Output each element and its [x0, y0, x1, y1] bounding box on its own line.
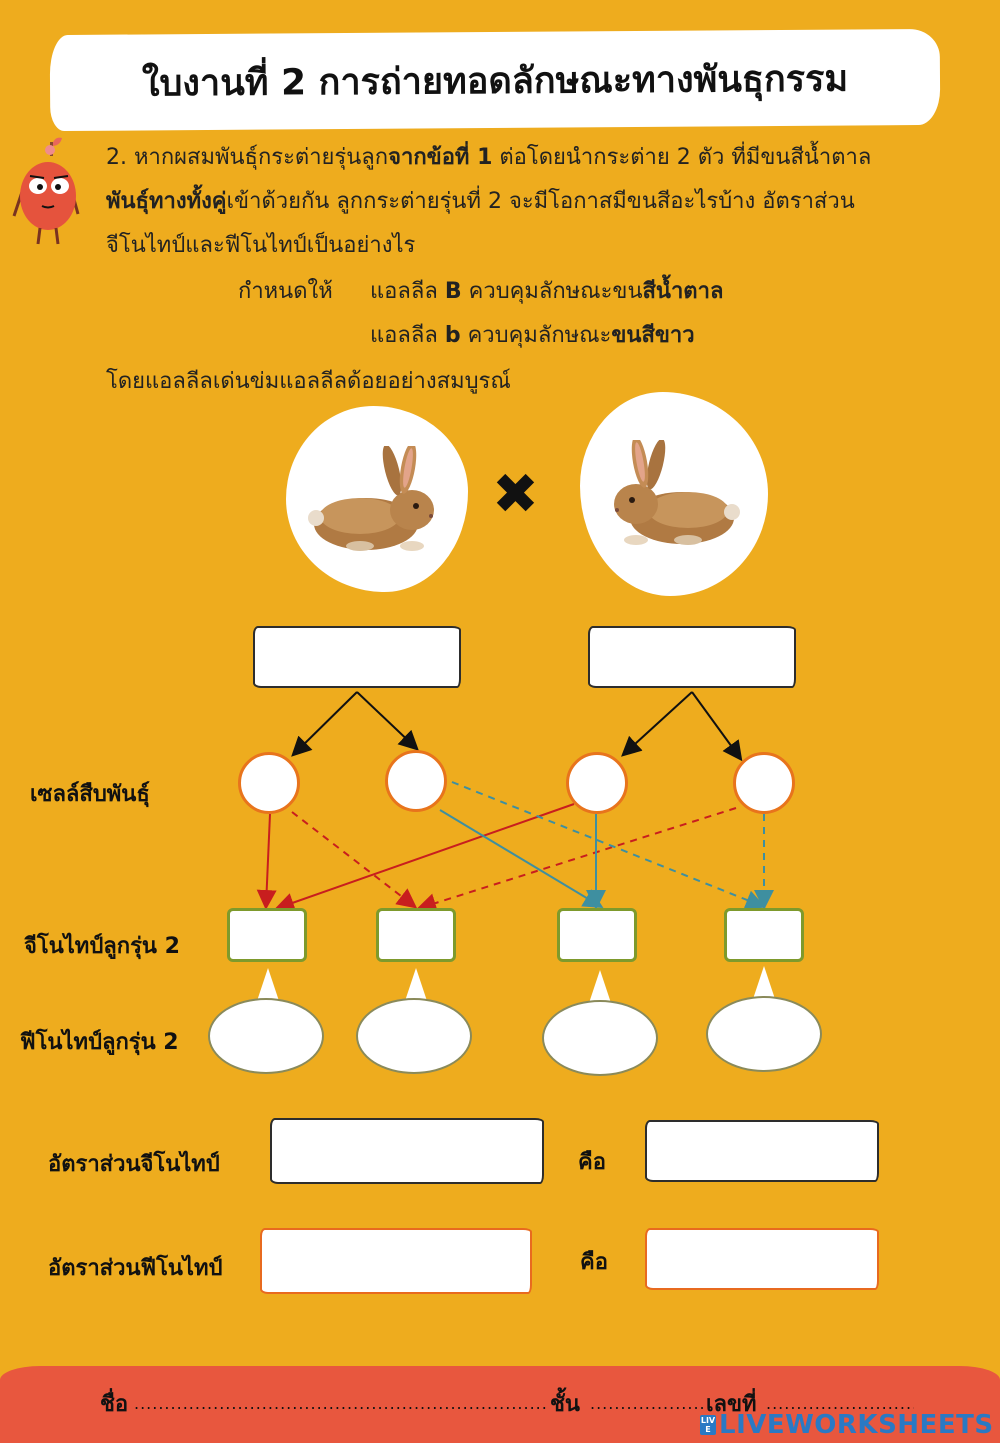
dominance-note: โดยแอลลีลเด่นข่มแอลลีลด้อยอย่างสมบูรณ์	[106, 369, 511, 394]
f2-phenotype-input-4[interactable]	[706, 996, 822, 1072]
name-field[interactable]: ........................................…	[134, 1394, 548, 1413]
phenotype-ratio-input[interactable]	[260, 1228, 532, 1294]
phenotype-ratio-answer-input[interactable]	[645, 1228, 879, 1290]
f2-genotype-input-4[interactable]	[724, 908, 804, 962]
allele-text: แอลลีล	[370, 279, 445, 304]
class-label: ชั้น	[550, 1392, 580, 1417]
footer-band	[0, 1366, 1000, 1443]
f2-genotype-input-3[interactable]	[557, 908, 637, 962]
f2-genotype-input-2[interactable]	[376, 908, 456, 962]
question-line-2: พันธุ์ทางทั้งคู่เข้าด้วยกัน ลูกกระต่ายรุ…	[106, 186, 855, 218]
genotype-ratio-label: อัตราส่วนจีโนไทป์	[48, 1152, 220, 1177]
apple-mascot-icon	[12, 137, 80, 245]
question-text: ต่อโดยนำกระต่าย 2 ตัว ที่มีขนสีน้ำตาล	[492, 145, 872, 170]
allele-dominant-line: แอลลีล B ควบคุมลักษณะขนสีน้ำตาล	[370, 276, 723, 308]
allele-trait: สีน้ำตาล	[642, 279, 724, 304]
f2-genotype-input-1[interactable]	[227, 908, 307, 962]
brown-rabbit-image	[614, 440, 740, 545]
liveworksheets-logo[interactable]: LIVE LIVEWORKSHEETS	[700, 1410, 994, 1440]
genotype-f2-label: จีโนไทป์ลูกรุ่น 2	[24, 934, 180, 959]
question-text: เข้าด้วยกัน ลูกกระต่ายรุ่นที่ 2 จะมีโอกา…	[226, 189, 855, 214]
f2-phenotype-input-3[interactable]	[542, 1000, 658, 1076]
allele-symbol: B	[444, 279, 462, 304]
brown-rabbit-image	[308, 446, 434, 551]
genotype-ratio-input[interactable]	[270, 1118, 544, 1184]
question-text: 2. หากผสมพันธุ์กระต่ายรุ่นลูก	[106, 145, 389, 170]
allele-recessive-line: แอลลีล b ควบคุมลักษณะขนสีขาว	[370, 320, 695, 352]
question-emphasis: จากข้อที่ 1	[388, 145, 493, 170]
allele-text: แอลลีล	[370, 323, 445, 348]
allele-text: ควบคุมลักษณะ	[460, 323, 612, 348]
genotype-ratio-answer-input[interactable]	[645, 1120, 879, 1182]
phenotype-ratio-label: อัตราส่วนฟีโนไทป์	[48, 1256, 223, 1281]
allele-text: ควบคุมลักษณะขน	[461, 279, 643, 304]
question-emphasis: พันธุ์ทางทั้งคู่	[106, 189, 227, 214]
number-field[interactable]: ........................................…	[766, 1394, 914, 1413]
name-label: ชื่อ	[100, 1392, 129, 1417]
question-line-3: จีโนไทป์และฟีโนไทป์เป็นอย่างไร	[106, 233, 416, 258]
allele-symbol: b	[444, 323, 461, 348]
phenotype-f2-label: ฟีโนไทป์ลูกรุ่น 2	[20, 1030, 179, 1055]
given-label: กำหนดให้	[238, 279, 333, 304]
gamete-input-2[interactable]	[385, 750, 447, 812]
cross-symbol: ✖	[492, 462, 539, 527]
question-line-1: 2. หากผสมพันธุ์กระต่ายรุ่นลูกจากข้อที่ 1…	[106, 142, 871, 174]
gamete-input-4[interactable]	[733, 752, 795, 814]
number-label: เลขที่	[706, 1392, 757, 1417]
gamete-input-1[interactable]	[238, 752, 300, 814]
gametes-label: เซลล์สืบพันธุ์	[30, 782, 150, 807]
f2-phenotype-input-1[interactable]	[208, 998, 324, 1074]
parent-2-genotype-input[interactable]	[588, 626, 796, 688]
gamete-input-3[interactable]	[566, 752, 628, 814]
liveworksheets-badge-icon: LIVE	[700, 1415, 716, 1435]
allele-trait: ขนสีขาว	[611, 323, 695, 348]
f2-phenotype-input-2[interactable]	[356, 998, 472, 1074]
is-label-1: คือ	[578, 1150, 606, 1175]
class-field[interactable]: ........................................…	[590, 1394, 706, 1413]
parent-1-genotype-input[interactable]	[253, 626, 461, 688]
is-label-2: คือ	[580, 1250, 608, 1275]
liveworksheets-wordmark: LIVEWORKSHEETS	[719, 1410, 994, 1440]
